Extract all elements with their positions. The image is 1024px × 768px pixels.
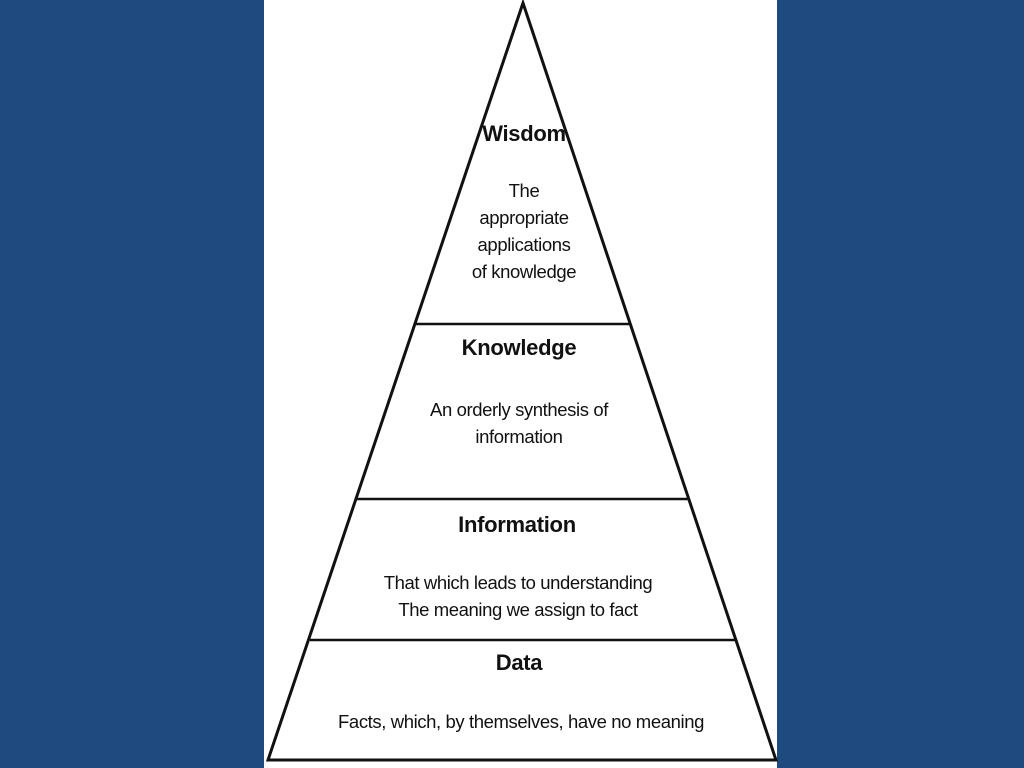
information-description: That which leads to understanding The me… — [384, 569, 653, 623]
knowledge-description: An orderly synthesis of information — [430, 396, 608, 450]
knowledge-line: An orderly synthesis of — [430, 399, 608, 420]
wisdom-description: The appropriate applications of knowledg… — [471, 177, 577, 285]
information-title: Information — [458, 512, 576, 537]
pyramid-outline — [265, 0, 779, 762]
wisdom-line: of knowledge — [471, 261, 577, 282]
data-title: Data — [495, 650, 543, 675]
wisdom-line: applications — [477, 234, 571, 255]
data-line: Facts, which, by themselves, have no mea… — [338, 711, 704, 732]
data-description: Facts, which, by themselves, have no mea… — [338, 708, 704, 735]
information-line: The meaning we assign to fact — [398, 599, 638, 620]
information-line: That which leads to understanding — [383, 572, 653, 593]
wisdom-line: appropriate — [479, 207, 569, 228]
knowledge-title: Knowledge — [461, 335, 577, 360]
wisdom-line: The — [508, 180, 540, 201]
wisdom-title: Wisdom — [482, 121, 566, 146]
knowledge-line: information — [475, 426, 563, 447]
